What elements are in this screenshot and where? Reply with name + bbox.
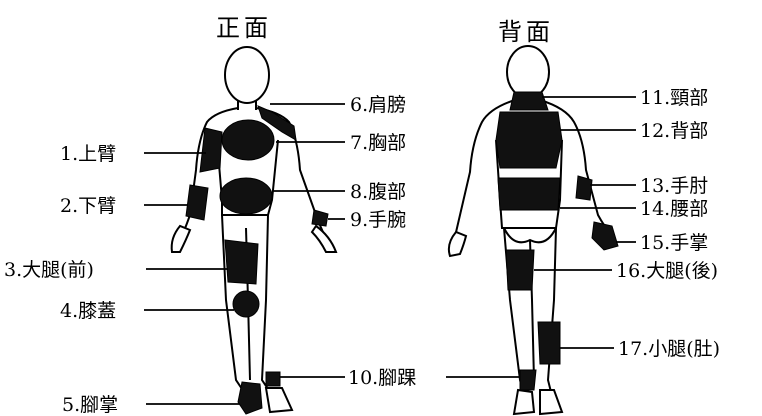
label-thigh-front: 3.大腿(前) [4,259,94,281]
label-palm: 15.手掌 [640,232,708,254]
label-ankle: 10.腳踝 [348,367,416,389]
back-left-hand [449,232,466,256]
label-neck: 11.頸部 [640,87,708,109]
back-waist-region [498,178,560,210]
label-back: 12.背部 [640,120,708,142]
front-knee-region [233,291,259,317]
label-wrist: 9.手腕 [350,209,406,231]
back-thigh-region [506,250,534,290]
back-neck-region [510,92,548,110]
label-abdomen: 8.腹部 [350,181,406,203]
front-abdomen-region [220,178,272,214]
back-ankle-region [520,370,536,390]
back-elbow-region [576,176,592,200]
title-front: 正面 [216,14,272,42]
back-calf-region [538,322,560,364]
front-thigh-region [225,240,258,284]
front-regions [186,106,328,414]
label-upper-arm: 1.上臂 [60,143,116,165]
label-waist: 14.腰部 [640,198,708,220]
front-right-foot [266,388,292,412]
label-elbow: 13.手肘 [640,175,708,197]
back-left-foot [514,390,534,414]
label-calf: 17.小腿(肚) [618,338,720,360]
label-sole: 5.腳掌 [62,394,118,416]
label-forearm: 2.下臂 [60,195,116,217]
front-wrist-region [312,210,328,226]
front-right-hand [312,226,336,252]
back-back-region [496,112,562,168]
label-chest: 7.胸部 [350,132,406,154]
front-head [225,47,269,103]
back-head [507,46,549,98]
label-shoulder: 6.肩膀 [350,94,406,116]
label-thigh-back: 16.大腿(後) [616,260,718,282]
front-figure [172,47,336,392]
title-back: 背面 [498,18,554,46]
back-buttocks [504,228,556,242]
back-palm-region [592,222,618,250]
front-forearm-region [186,185,208,220]
front-upperarm-region [200,128,222,172]
front-foot-region [238,382,262,414]
back-right-foot [540,390,562,414]
label-knee: 4.膝蓋 [60,300,116,322]
front-chest-region [222,120,274,160]
front-ankle-region [266,372,280,386]
front-left-hand [172,226,190,252]
